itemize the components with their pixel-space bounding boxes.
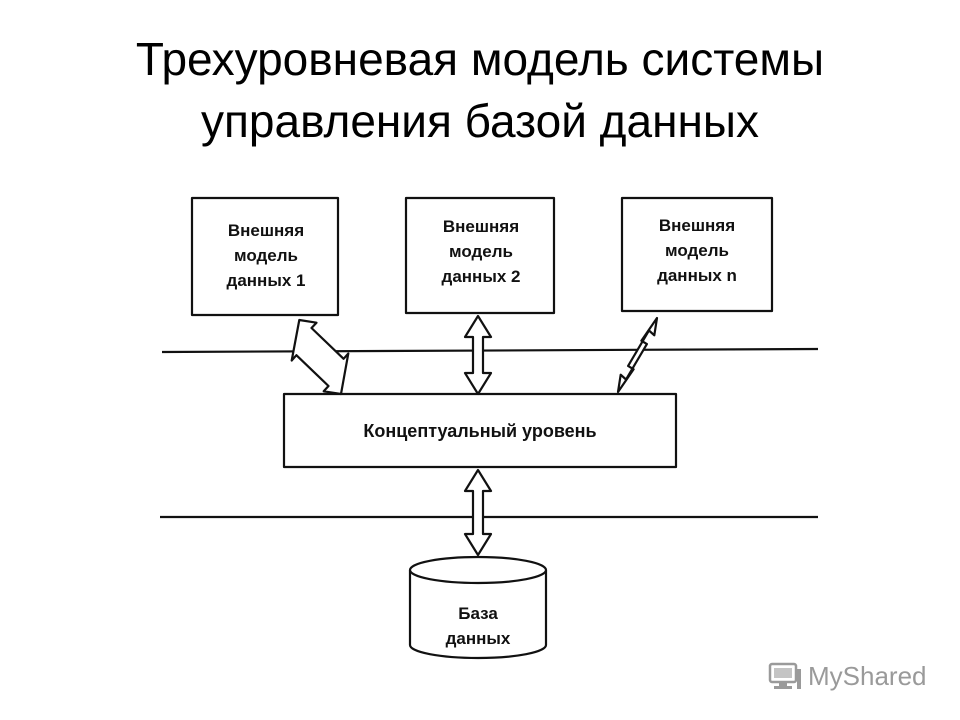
myshared-watermark: MyShared	[768, 658, 927, 694]
slide-title-line-2: управления базой данных	[201, 95, 759, 147]
database-line-1: База	[458, 604, 498, 623]
external-model-n-line-1: Внешняя	[659, 216, 735, 235]
arrow-external-n-to-conceptual	[616, 316, 659, 394]
slide-title: Трехуровневая модель системы управления …	[0, 28, 960, 152]
conceptual-level-label: Концептуальный уровень	[363, 421, 596, 441]
external-model-2-line-3: данных 2	[442, 267, 521, 286]
external-model-1-line-1: Внешняя	[228, 221, 304, 240]
external-model-2-line-1: Внешняя	[443, 217, 519, 236]
arrow-external-1-to-conceptual	[290, 318, 350, 396]
slide-title-line-1: Трехуровневая модель системы	[135, 33, 825, 85]
database-cylinder	[408, 555, 548, 660]
conceptual-level-box	[282, 392, 678, 469]
database-text: База данных	[446, 604, 511, 648]
monitor-icon	[768, 662, 801, 689]
watermark-text: MyShared	[808, 660, 927, 691]
external-model-1-line-2: модель	[234, 246, 298, 265]
database-line-2: данных	[446, 629, 511, 648]
external-model-1-line-3: данных 1	[227, 271, 306, 290]
external-model-box-n	[620, 196, 774, 313]
external-model-2-text: Внешняя модель данных 2	[442, 217, 521, 286]
external-model-n-text: Внешняя модель данных n	[657, 216, 737, 285]
external-model-1-text: Внешняя модель данных 1	[227, 221, 306, 290]
external-model-box-1	[190, 196, 340, 317]
arrow-external-2-to-conceptual	[463, 314, 493, 396]
external-model-n-line-3: данных n	[657, 266, 737, 285]
upper-separator-line	[161, 347, 819, 354]
arrow-conceptual-to-database	[463, 468, 493, 557]
external-model-2-line-2: модель	[449, 242, 513, 261]
external-model-box-2	[404, 196, 556, 315]
external-model-n-line-2: модель	[665, 241, 729, 260]
